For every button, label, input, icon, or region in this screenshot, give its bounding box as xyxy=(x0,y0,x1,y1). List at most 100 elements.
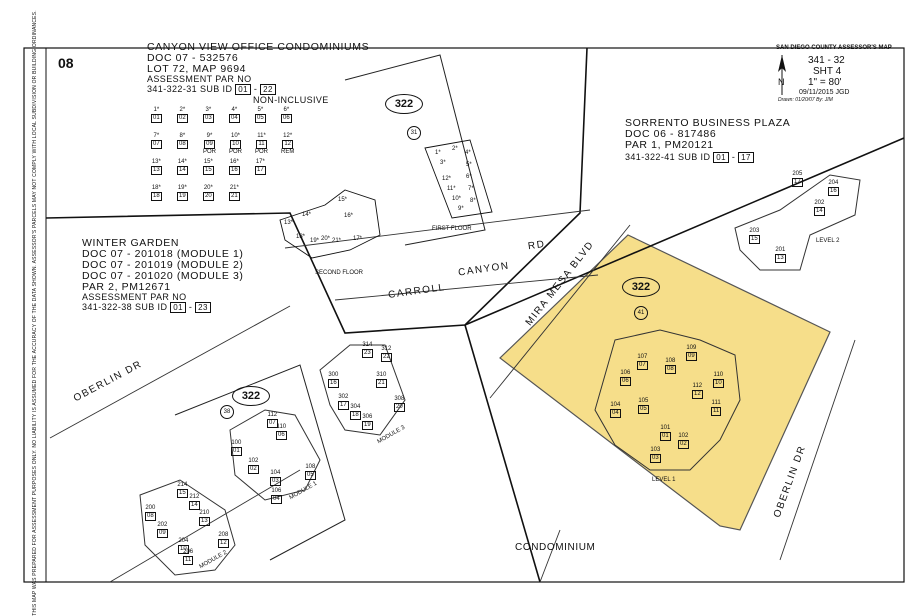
unit-sub-id: 02 xyxy=(248,465,259,474)
date-code: 09/11/2015 JGD xyxy=(799,89,850,96)
street-lines xyxy=(49,209,856,583)
unit-number: 19* xyxy=(177,185,187,191)
winter-garden-title: WINTER GARDEN xyxy=(82,237,180,249)
north-label: N xyxy=(778,77,785,87)
unit-sub-id: 01 xyxy=(660,432,671,441)
assessor-agency: SAN DIEGO COUNTY ASSESSOR'S MAP xyxy=(776,45,892,51)
unit-number: 300 xyxy=(328,372,339,378)
unit-sub-id: 13 xyxy=(151,166,162,175)
winter-garden-par-no: 341-322-38 SUB ID xyxy=(82,302,168,312)
unit-number: 9* xyxy=(206,133,213,139)
map-number: 08 xyxy=(58,55,74,71)
unit-sub-id: 13 xyxy=(199,517,210,526)
unit-sub-id: 03 xyxy=(203,114,214,123)
canyon-view-note: NON-INCLUSIVE xyxy=(253,95,329,105)
unit-number: 4* xyxy=(231,107,238,113)
unit-label: 2*02 xyxy=(177,107,188,123)
unit-number: 104 xyxy=(270,470,281,476)
sorrento-parcel-highlight[interactable] xyxy=(499,234,831,531)
canyon-view-lot: LOT 72, MAP 9694 xyxy=(147,63,247,75)
unit-sub-id: 12 xyxy=(218,539,229,548)
unit-sub-id: 17 xyxy=(338,401,349,410)
unit-sub-id: 09 xyxy=(686,352,697,361)
unit-number: 104 xyxy=(610,402,621,408)
unit-sub-id: 10 xyxy=(178,545,189,554)
unit-sub-id: 02 xyxy=(678,440,689,449)
unit-number: 206 xyxy=(183,549,194,555)
winter-garden-par: PAR 2, PM12671 xyxy=(82,281,171,293)
unit-number: 109 xyxy=(686,345,697,351)
unit-label: 3*03 xyxy=(203,107,214,123)
unit-number: 108 xyxy=(305,464,316,470)
unit-sub-id: 19 xyxy=(362,421,373,430)
first-floor-label: FIRST FLOOR xyxy=(432,226,472,232)
unit-number: 204 xyxy=(178,538,189,544)
unit-number: 201 xyxy=(775,247,786,253)
unit-number: 106 xyxy=(620,370,631,376)
unit-sub-id: 22 xyxy=(381,353,392,362)
unit-number: 203 xyxy=(749,228,760,234)
unit-label: 4*04 xyxy=(229,107,240,123)
winter-garden-par-label: ASSESSMENT PAR NO xyxy=(82,292,187,302)
unit-sub-id: 02 xyxy=(177,114,188,123)
unit-number: 10* xyxy=(231,133,241,139)
first-floor-unit: 2* xyxy=(452,146,458,152)
canyon-view-buildings xyxy=(279,139,493,259)
winter-garden-doc2: DOC 07 - 201019 (MODULE 2) xyxy=(82,259,244,271)
canyon-view-circle: 31 xyxy=(407,126,421,140)
unit-number: 7* xyxy=(153,133,160,139)
unit-number: 204 xyxy=(828,180,839,186)
unit-sub-id: 16 xyxy=(229,166,240,175)
unit-number: 6* xyxy=(283,107,290,113)
level1-label: LEVEL 1 xyxy=(652,477,676,483)
sorrento-oval: 322 xyxy=(622,277,660,297)
sorrento-par-no: 341-322-41 SUB ID xyxy=(625,152,711,162)
unit-number: 13* xyxy=(151,159,161,165)
unit-number: 12* xyxy=(283,133,293,139)
first-floor-unit: 7* xyxy=(468,186,474,192)
canyon-view-doc: DOC 07 - 532576 xyxy=(147,52,239,64)
unit-number: 110 xyxy=(713,372,724,378)
canyon-view-title: CANYON VIEW OFFICE CONDOMINIUMS xyxy=(147,41,370,53)
sorrento-par: PAR 1, PM20121 xyxy=(625,139,714,151)
unit-number: 20* xyxy=(203,185,213,191)
north-arrow-icon xyxy=(778,55,786,95)
sheet-number: SHT 4 xyxy=(813,66,842,77)
unit-label: 19*19 xyxy=(177,185,188,201)
unit-sub-id: 08 xyxy=(177,140,188,149)
unit-label: 18*18 xyxy=(151,185,162,201)
unit-label: 20*20 xyxy=(203,185,214,201)
first-floor-unit: 11* xyxy=(447,186,456,192)
unit-number: 14* xyxy=(177,159,187,165)
map-scale: 1" = 80' xyxy=(808,77,842,88)
unit-sub-id: 19 xyxy=(177,192,188,201)
unit-sub-id: 11 xyxy=(183,556,194,565)
unit-number: 306 xyxy=(362,414,373,420)
unit-sub-id: 17 xyxy=(255,166,266,175)
unit-number: 110 xyxy=(276,424,287,430)
first-floor-unit: 5* xyxy=(466,162,472,168)
sorrento-circle: 41 xyxy=(634,306,648,320)
unit-tag: REM xyxy=(281,149,295,155)
unit-label: 7*07 xyxy=(151,133,162,149)
sorrento-doc: DOC 06 - 817486 xyxy=(625,128,717,140)
first-floor-unit: 4* xyxy=(465,150,471,156)
unit-number: 2* xyxy=(179,107,186,113)
sorrento-par-row: 341-322-41 SUB ID 01 - 17 xyxy=(625,152,754,163)
winter-garden-doc1: DOC 07 - 201018 (MODULE 1) xyxy=(82,248,244,260)
unit-sub-id: 14 xyxy=(814,207,825,216)
major-boundaries xyxy=(45,47,905,583)
